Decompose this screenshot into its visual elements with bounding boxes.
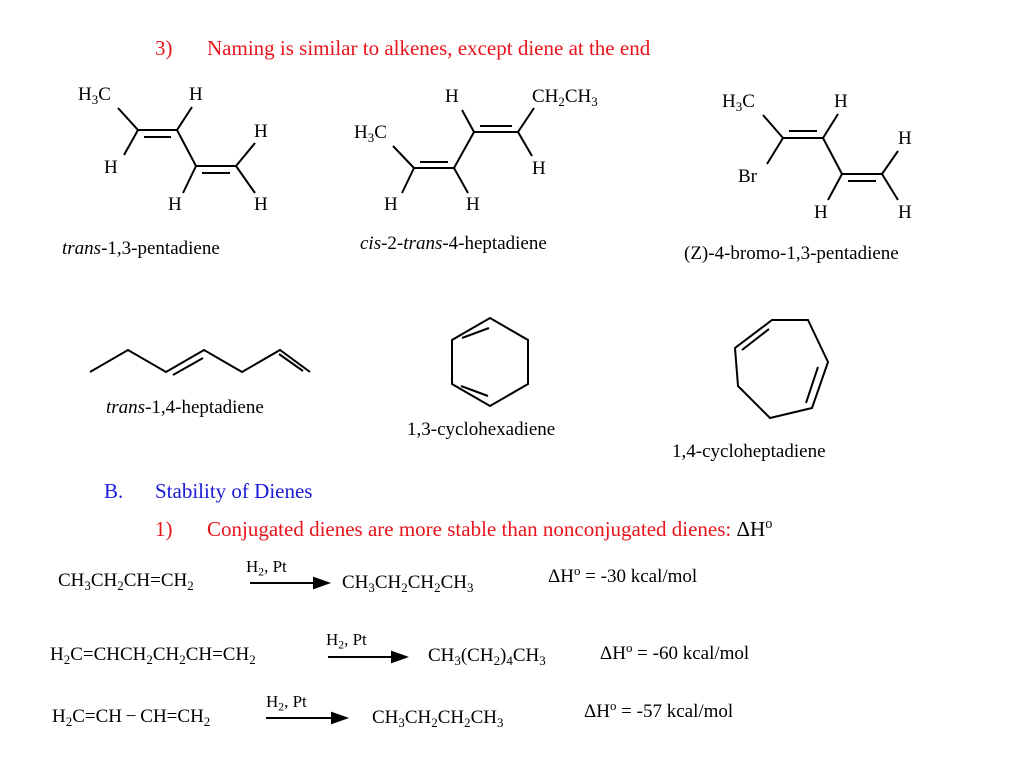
- cycloheptadiene-ring: [733, 319, 830, 420]
- name-trans-13-pentadiene: trans-1,3-pentadiene: [62, 238, 220, 259]
- atom-h: H: [189, 84, 203, 105]
- atom-h3c: H3C: [354, 122, 387, 145]
- step-1-heading: Conjugated dienes are more stable than n…: [207, 516, 773, 541]
- section-b-letter: B.: [104, 479, 124, 503]
- reaction-2-product: CH3(CH2)4CH3: [428, 645, 546, 668]
- atom-h: H: [254, 194, 268, 215]
- reaction-1-enthalpy: ΔHo = -30 kcal/mol: [548, 562, 698, 587]
- name-cycloheptadiene: 1,4-cycloheptadiene: [672, 441, 826, 462]
- atom-br: Br: [738, 166, 757, 187]
- atom-h: H: [168, 194, 182, 215]
- heptadiene14-skeleton: [89, 348, 311, 376]
- step-1-number: 1): [155, 517, 173, 541]
- reaction-1-conditions: H2, Pt: [246, 557, 287, 579]
- atom-ch2ch3: CH2CH3: [532, 86, 598, 109]
- reaction-3-conditions: H2, Pt: [266, 692, 307, 714]
- name-trans-14-heptadiene: trans-1,4-heptadiene: [106, 397, 264, 418]
- cyclohexadiene-ring: [451, 316, 529, 408]
- name-cis-trans-heptadiene: cis-2-trans-4-heptadiene: [360, 233, 547, 254]
- reaction-3-reactant: H2C=CH − CH=CH2: [52, 706, 211, 729]
- name-cyclohexadiene: 1,3-cyclohexadiene: [407, 419, 556, 440]
- step-3-number: 3): [155, 36, 173, 60]
- reaction-2-conditions: H2, Pt: [326, 630, 367, 652]
- pentadiene-bonds: [117, 106, 256, 194]
- name-bromo-pentadiene: (Z)-4-bromo-1,3-pentadiene: [684, 243, 899, 264]
- heptadiene-bonds: [392, 107, 535, 194]
- atom-h: H: [384, 194, 398, 215]
- atom-h: H: [814, 202, 828, 223]
- reaction-3-enthalpy: ΔHo = -57 kcal/mol: [584, 697, 734, 722]
- atom-h: H: [445, 86, 459, 107]
- atom-h: H: [254, 121, 268, 142]
- atom-h: H: [532, 158, 546, 179]
- reaction-arrows: [250, 576, 409, 725]
- atom-h: H: [834, 91, 848, 112]
- atom-h3c: H3C: [722, 91, 755, 114]
- atom-h: H: [466, 194, 480, 215]
- atom-h: H: [898, 202, 912, 223]
- reaction-3-product: CH3CH2CH2CH3: [372, 707, 504, 730]
- section-b-title: Stability of Dienes: [155, 479, 313, 503]
- bromopentadiene-bonds: [762, 113, 899, 201]
- reaction-1-reactant: CH3CH2CH=CH2: [58, 570, 194, 593]
- atom-h3c: H3C: [78, 84, 111, 107]
- step-3-heading: Naming is similar to alkenes, except die…: [207, 36, 651, 60]
- reaction-2-reactant: H2C=CHCH2CH2CH=CH2: [50, 644, 256, 667]
- atom-h: H: [104, 157, 118, 178]
- reaction-1-product: CH3CH2CH2CH3: [342, 572, 474, 595]
- atom-h: H: [898, 128, 912, 149]
- reaction-2-enthalpy: ΔHo = -60 kcal/mol: [600, 639, 750, 664]
